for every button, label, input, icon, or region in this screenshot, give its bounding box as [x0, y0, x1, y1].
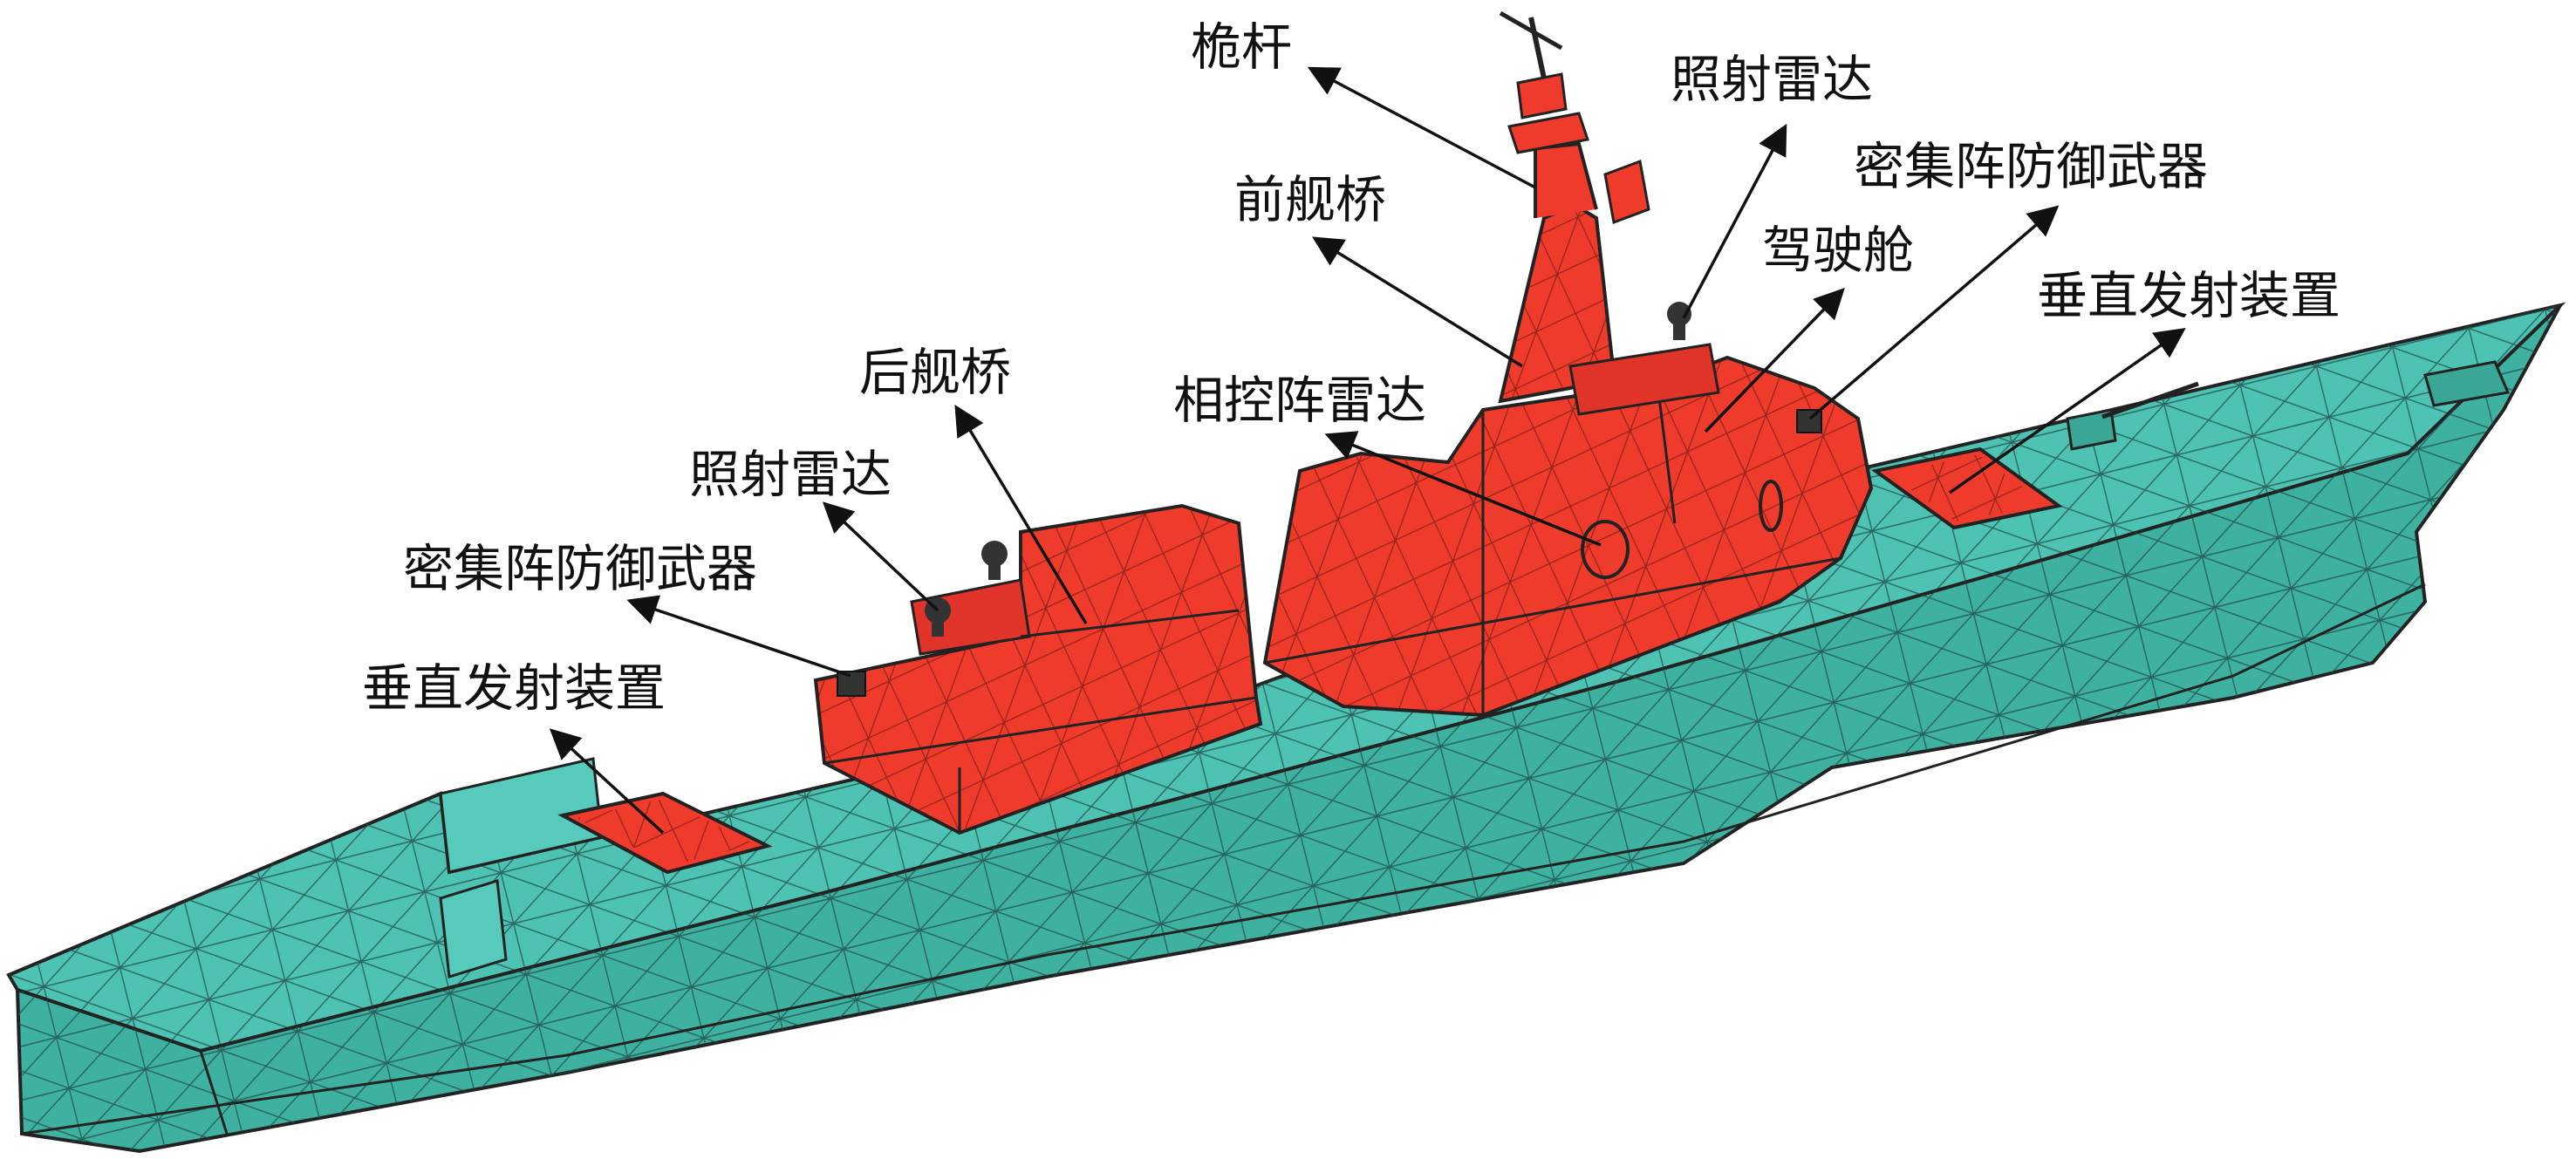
- fwd-superstructure: [1262, 355, 1874, 718]
- arrow-wheelhouse: [1704, 287, 1845, 433]
- leader-lines: [549, 66, 2186, 835]
- fwd-vls-pad: [1871, 447, 2063, 530]
- arrow-aft-bridge: [954, 404, 1088, 624]
- label-fwd-vls: 垂直发射装置: [2037, 266, 2341, 325]
- arrow-fwd-vls: [1948, 327, 2186, 494]
- label-aft-illum-radar: 照射雷达: [689, 445, 892, 504]
- hull: [6, 302, 2566, 1154]
- label-aft-ciws: 密集阵防御武器: [403, 539, 758, 598]
- arrow-fwd-bridge: [1312, 236, 1523, 368]
- arrow-phased-radar: [1324, 431, 1602, 547]
- arrow-fwd-illum-radar: [1682, 123, 1787, 319]
- label-fwd-ciws: 密集阵防御武器: [1854, 137, 2209, 196]
- label-mast: 桅杆: [1191, 17, 1293, 77]
- aft-superstructure: [813, 503, 1263, 835]
- label-fwd-illum-radar: 照射雷达: [1671, 50, 1874, 109]
- arrow-aft-vls: [549, 728, 665, 835]
- label-wheelhouse: 驾驶舱: [1762, 221, 1915, 280]
- mast: [1498, 10, 1720, 416]
- label-aft-bridge: 后舰桥: [859, 343, 1012, 402]
- label-aft-vls: 垂直发射装置: [362, 658, 666, 718]
- label-fwd-bridge: 前舰桥: [1234, 170, 1387, 229]
- arrow-aft-illum-radar: [822, 501, 940, 612]
- arrow-mast: [1307, 66, 1536, 189]
- arrow-aft-ciws: [626, 595, 851, 678]
- arrow-fwd-ciws: [1808, 205, 2060, 420]
- label-phased-radar: 相控阵雷达: [1173, 371, 1427, 430]
